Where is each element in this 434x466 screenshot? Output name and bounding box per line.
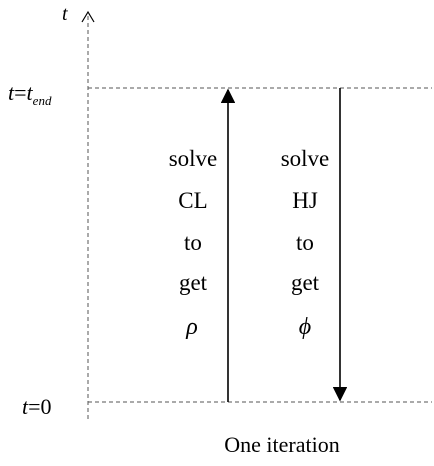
left-line-4: ρ	[185, 314, 198, 340]
right-line-2: to	[296, 230, 314, 255]
left-line-1: CL	[178, 188, 207, 213]
level-label-bottom: t=0	[22, 394, 52, 419]
right-line-1: HJ	[292, 188, 318, 213]
left-column-text: solve CL to get ρ	[169, 146, 218, 340]
level-label-top: t=tend	[8, 80, 52, 108]
left-line-0: solve	[169, 146, 218, 171]
left-line-2: to	[184, 230, 202, 255]
caption: One iteration	[224, 432, 339, 457]
time-axis-arrowhead	[81, 10, 95, 23]
axis-label: t	[62, 3, 68, 25]
right-column-text: solve HJ to get ϕ	[281, 146, 330, 340]
right-line-3: get	[291, 270, 320, 295]
left-line-3: get	[179, 270, 208, 295]
right-line-0: solve	[281, 146, 330, 171]
right-line-4: ϕ	[299, 314, 311, 340]
